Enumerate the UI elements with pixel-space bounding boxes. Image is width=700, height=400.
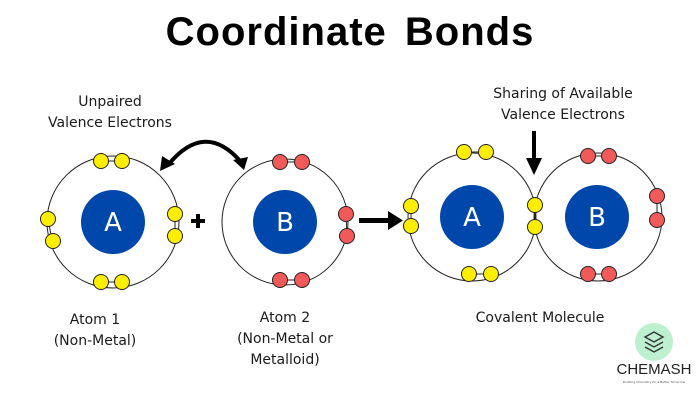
nucleus	[253, 190, 317, 254]
plus-icon	[191, 214, 205, 228]
shared-electron	[527, 197, 543, 213]
nucleus-a	[440, 185, 504, 249]
covalent-molecule: A B	[403, 144, 665, 282]
electron	[601, 148, 617, 164]
sharing-electrons-label: Sharing of Available Valence Electrons	[493, 86, 633, 123]
electron-group-a	[403, 144, 543, 282]
shared-electron	[527, 219, 543, 235]
logo-tagline: Building Chemistry for a Better Tomorrow	[622, 380, 686, 384]
nucleus-symbol: A	[104, 208, 122, 238]
atom-2: B	[221, 154, 355, 288]
electron	[45, 233, 61, 249]
reaction-arrow	[359, 211, 403, 230]
electron	[649, 212, 665, 228]
unpaired-electrons-label: Unpaired Valence Electrons	[48, 94, 172, 131]
nucleus-b	[565, 185, 629, 249]
electron-group	[40, 153, 183, 290]
molecule-label: Covalent Molecule	[475, 310, 605, 326]
electron	[338, 206, 354, 222]
down-arrow	[526, 131, 542, 175]
atom-1: A	[40, 153, 183, 290]
electron	[114, 274, 130, 290]
electron	[403, 218, 419, 234]
electron	[649, 188, 665, 204]
nucleus-symbol-a: A	[463, 203, 481, 233]
double-curved-arrow	[160, 139, 248, 171]
electron-group-b	[580, 148, 665, 282]
electron	[601, 266, 617, 282]
atom-2-label: Atom 2 (Non-Metal or Metalloid)	[237, 310, 333, 368]
electron	[461, 266, 477, 282]
nucleus-symbol: B	[276, 208, 294, 238]
electron	[294, 154, 310, 170]
electron	[167, 206, 183, 222]
electron	[478, 144, 494, 160]
nucleus-symbol-b: B	[588, 203, 606, 233]
electron	[580, 266, 596, 282]
electron	[93, 274, 109, 290]
electron	[580, 148, 596, 164]
page-title: Coordinate Bonds	[165, 10, 535, 54]
electron	[339, 228, 355, 244]
electron	[403, 198, 419, 214]
logo-badge	[635, 323, 673, 361]
electron	[272, 272, 288, 288]
layers-icon	[643, 331, 665, 353]
electron	[93, 153, 109, 169]
electron-group	[272, 154, 355, 288]
nucleus	[81, 190, 145, 254]
electron	[294, 272, 310, 288]
electron	[272, 154, 288, 170]
electron	[114, 153, 130, 169]
electron	[456, 144, 472, 160]
electron	[40, 211, 56, 227]
atom-1-label: Atom 1 (Non-Metal)	[53, 312, 137, 349]
electron	[167, 228, 183, 244]
electron	[483, 266, 499, 282]
logo-name: CHEMASH	[616, 361, 692, 378]
